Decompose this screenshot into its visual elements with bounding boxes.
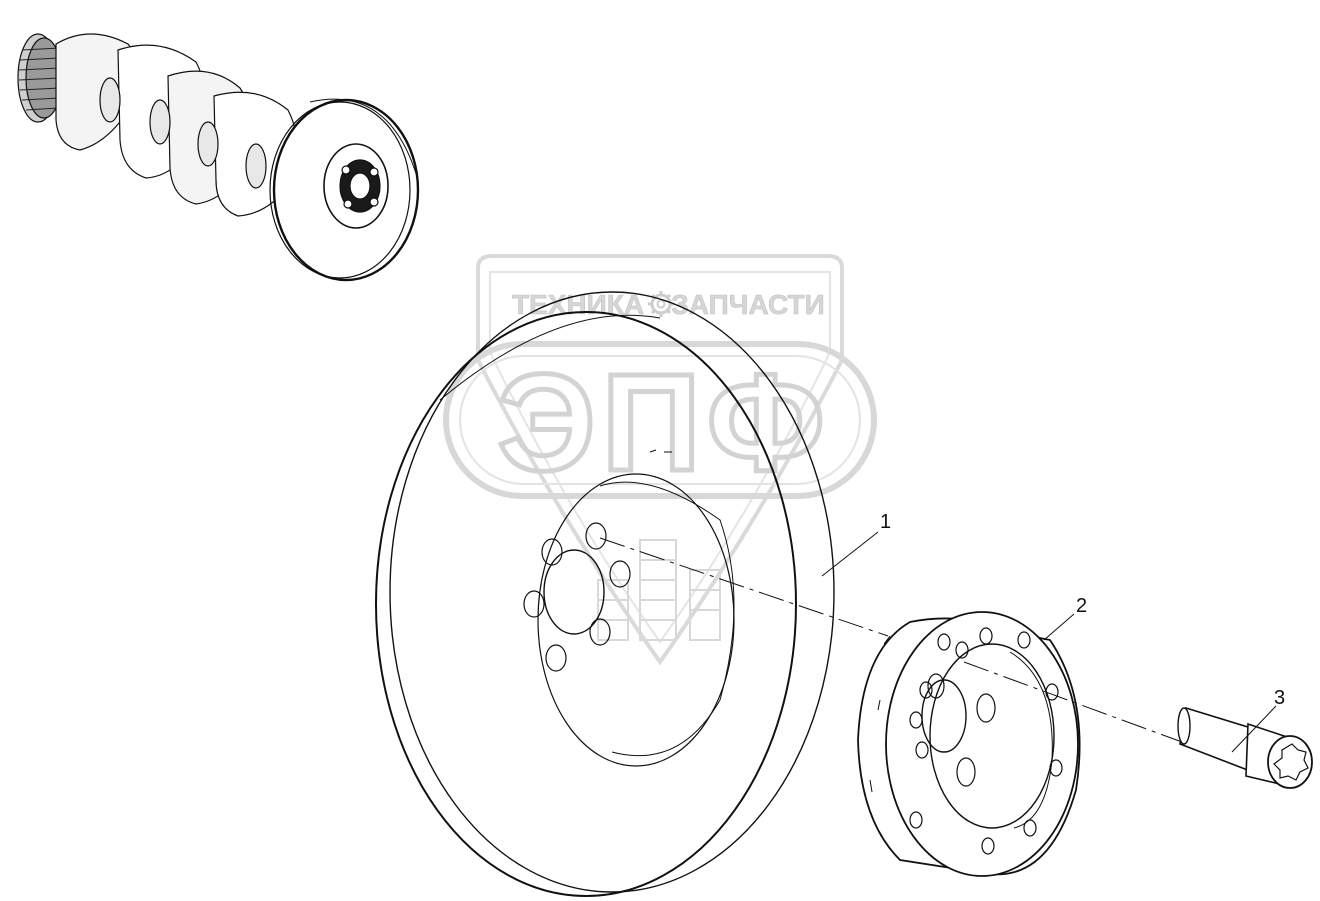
damper-outer-back — [389, 291, 835, 893]
hub-front-face — [885, 611, 1079, 877]
damper-bolt-holes — [523, 522, 631, 672]
damper-rim-edge — [439, 314, 661, 401]
watermark-logo: ТЕХНИКА ЗАПЧАСТИ ЭПФ — [443, 254, 877, 666]
part-2-hub — [857, 611, 1081, 877]
assembly-axis — [599, 537, 1183, 743]
axis-line-damper-hub — [599, 537, 889, 637]
watermark-banner — [443, 341, 877, 499]
damper-center-bore — [543, 549, 605, 635]
hub-inner-holes — [927, 673, 996, 787]
watermark-shield-outline — [476, 254, 844, 666]
part-1-damper — [375, 291, 835, 897]
watermark-text-right: ЗАПЧАСТИ — [671, 289, 824, 320]
part-3-bolt — [1177, 706, 1313, 789]
axis-line-hub-bolt — [963, 661, 1183, 743]
damper-outer-front — [375, 311, 797, 897]
watermark-shield-inner — [489, 271, 831, 644]
crankshaft-assembly — [17, 33, 420, 282]
crank-journal-4 — [245, 143, 267, 189]
bolt-torx-socket — [1273, 743, 1309, 781]
watermark-banner-inner — [459, 355, 861, 485]
hub-center-bore — [921, 679, 967, 753]
leader-line-1 — [821, 531, 879, 577]
leader-line-2 — [1043, 613, 1075, 641]
watermark-towers — [597, 539, 721, 641]
hub-inner-shadow — [1009, 651, 1053, 829]
damper-mark — [649, 449, 672, 453]
damper-bore-face — [599, 481, 735, 757]
callout-1: 1 — [821, 511, 891, 577]
hub-inner-recess — [929, 643, 1055, 829]
callout-3: 3 — [1231, 687, 1285, 753]
small-damper — [269, 98, 420, 282]
gear-icon — [648, 291, 674, 317]
leader-line-3 — [1231, 705, 1277, 753]
crank-journal-3 — [197, 121, 219, 167]
watermark-big-text: ЭПФ — [497, 346, 830, 500]
crank-journal-2 — [149, 99, 171, 145]
watermark-text-left: ТЕХНИКА — [512, 289, 644, 320]
callout-2: 2 — [1043, 595, 1087, 641]
crank-journal-1 — [99, 77, 121, 123]
callout-label-3: 3 — [1274, 687, 1285, 709]
callout-label-2: 2 — [1076, 595, 1087, 617]
crankshaft-gear — [17, 33, 63, 123]
hub-rim-detail — [869, 635, 891, 793]
callout-label-1: 1 — [880, 511, 891, 533]
